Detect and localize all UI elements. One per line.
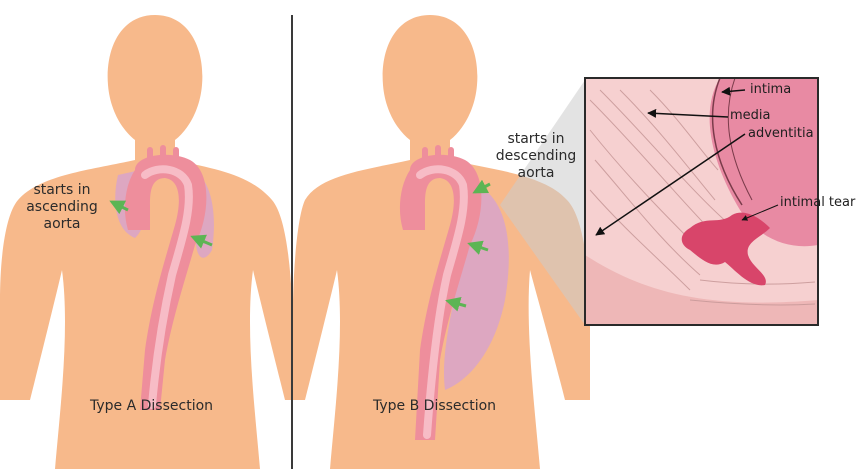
note-a-line-1: starts in bbox=[18, 182, 106, 199]
note-type-a: starts in ascending aorta bbox=[18, 182, 106, 233]
note-type-b: starts in descending aorta bbox=[492, 131, 580, 182]
label-intimal-tear: intimal tear bbox=[780, 195, 855, 210]
label-media: media bbox=[730, 108, 771, 123]
label-adventitia: adventitia bbox=[748, 126, 814, 141]
note-a-line-3: aorta bbox=[18, 216, 106, 233]
caption-type-a: Type A Dissection bbox=[90, 398, 213, 414]
label-intima: intima bbox=[750, 82, 791, 97]
note-b-line-2: descending bbox=[492, 148, 580, 165]
caption-type-b: Type B Dissection bbox=[373, 398, 496, 414]
note-b-line-3: aorta bbox=[492, 165, 580, 182]
note-a-line-2: ascending bbox=[18, 199, 106, 216]
note-b-line-1: starts in bbox=[492, 131, 580, 148]
